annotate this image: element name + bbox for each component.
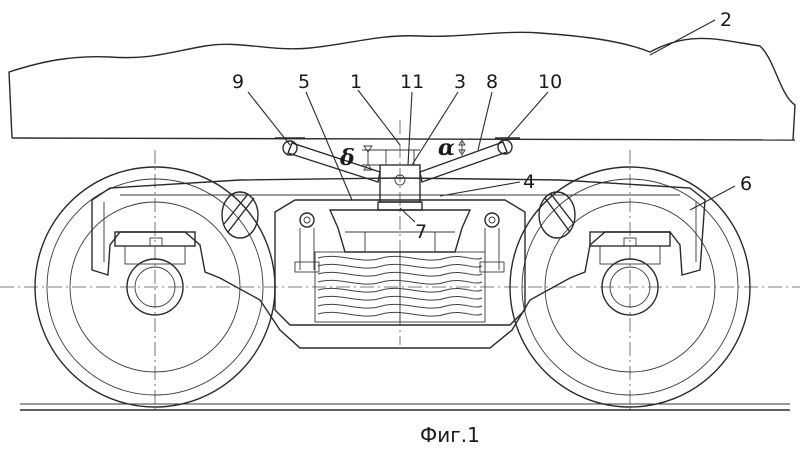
- strut-rod-left: [275, 137, 381, 183]
- label-6: 6: [740, 173, 752, 195]
- figure-caption: Фиг.1: [420, 423, 480, 447]
- label-delta: δ: [339, 145, 355, 171]
- label-4: 4: [523, 171, 535, 193]
- label-10: 10: [538, 71, 562, 93]
- side-frame: [91, 177, 706, 349]
- car-body: [8, 31, 796, 141]
- bolster: [328, 201, 472, 253]
- label-8: 8: [486, 71, 498, 93]
- label-7: 7: [415, 221, 427, 243]
- leader-lines: [247, 19, 736, 223]
- rail: [20, 403, 790, 411]
- label-3: 3: [454, 71, 466, 93]
- strut-rod-right: [419, 137, 520, 183]
- label-11: 11: [400, 71, 424, 93]
- label-2: 2: [720, 9, 732, 31]
- label-5: 5: [298, 71, 310, 93]
- wedge-right: [479, 212, 505, 273]
- gap-dimension: [362, 139, 466, 171]
- label-9: 9: [232, 71, 244, 93]
- axle-box-right: [589, 231, 671, 265]
- side-bearer: [379, 149, 421, 203]
- label-alpha: α: [438, 135, 455, 161]
- axle-box-left: [114, 231, 196, 265]
- wedge-left: [294, 212, 320, 273]
- right-wheel: [509, 166, 751, 408]
- label-1: 1: [350, 71, 362, 93]
